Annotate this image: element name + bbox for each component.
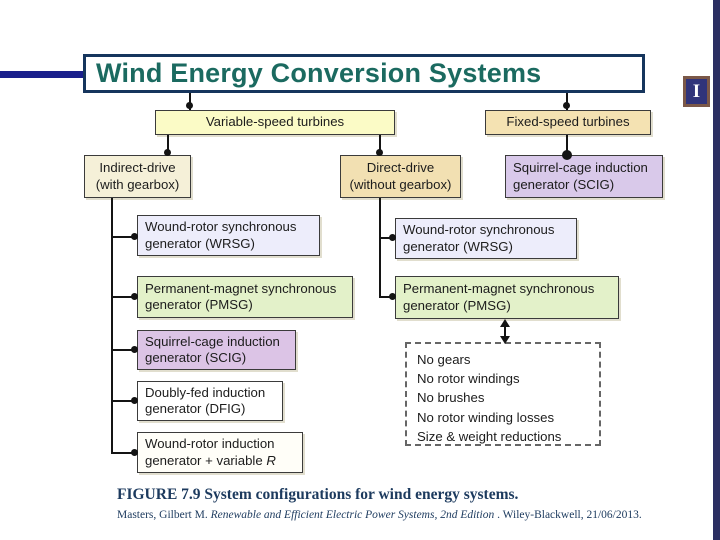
connector-variable-direct [379,135,381,155]
connector-dot [562,150,572,160]
connector-variable-indirect [167,135,169,155]
node-label: Squirrel-cage induction generator (SCIG) [513,160,648,192]
node-label: Wound-rotor induction generator + variab… [145,436,276,469]
source-attribution: Masters, Gilbert M. Renewable and Effici… [117,509,642,521]
benefit-item: No rotor winding losses [417,409,555,425]
node-dfig: Doubly-fed induction generator (DFIG) [137,381,283,421]
attribution-book-title: Renewable and Efficient Electric Power S… [210,509,495,521]
connector-stub-pmsg-left [111,296,137,298]
node-wound-rotor-variable-r: Wound-rotor induction generator + variab… [137,432,303,473]
connector-dot [131,233,138,240]
node-label: Direct-drive (without gearbox) [349,160,452,192]
university-column-logo-icon: I [683,76,710,107]
node-direct-drive: Direct-drive (without gearbox) [340,155,461,198]
connector-stub-wrsg-left [111,236,137,238]
slide-title: Wind Energy Conversion Systems [96,58,542,88]
node-pmsg-direct: Permanent-magnet synchronous generator (… [395,276,619,319]
benefit-item: No gears [417,352,471,367]
connector-dot [131,346,138,353]
title-box: Wind Energy Conversion Systems [83,54,645,93]
node-label: Wound-rotor synchronous generator (WRSG) [145,219,297,251]
connector-stub-wrig [111,452,137,454]
connector-dot [389,234,396,241]
node-wrsg-indirect: Wound-rotor synchronous generator (WRSG) [137,215,320,256]
right-edge-accent-bar [713,0,720,540]
connector-dot [186,102,193,109]
attribution-publisher: . Wiley-Blackwell, 21/06/2013. [494,509,642,521]
node-label-text: Wound-rotor induction generator + variab… [145,436,275,468]
node-wrsg-direct: Wound-rotor synchronous generator (WRSG) [395,218,577,259]
connector-dot [131,397,138,404]
node-label-italic-r: R [266,452,276,468]
node-variable-speed-turbines: Variable-speed turbines [155,110,395,135]
node-label: Squirrel-cage induction generator (SCIG) [145,333,280,366]
benefit-item: No brushes [417,390,485,406]
connector-dot [131,449,138,456]
connector-stub-scig-left [111,349,137,351]
benefit-item: No rotor windings [417,371,520,387]
arrow-up-icon [500,319,510,327]
node-label: Wound-rotor synchronous generator (WRSG) [403,222,555,254]
connector-stub-dfig [111,400,137,402]
connector-title-variable [189,93,191,110]
attribution-author: Masters, Gilbert M. [117,509,211,521]
connector-right-trunk [379,198,381,298]
node-scig-indirect: Squirrel-cage induction generator (SCIG) [137,330,296,370]
figure-caption: FIGURE 7.9 System configurations for win… [117,486,519,503]
connector-pmsg-benefits [504,323,506,340]
connector-dot [376,149,383,156]
connector-dot [563,102,570,109]
logo-letter: I [692,81,701,102]
arrow-down-icon [500,336,510,344]
node-fixed-speed-turbines: Fixed-speed turbines [485,110,651,135]
connector-title-fixed [566,93,568,110]
connector-stub-wrsg-right [379,237,395,239]
node-indirect-drive: Indirect-drive (with gearbox) [84,155,191,198]
connector-left-trunk [111,198,113,454]
node-label: Indirect-drive (with gearbox) [95,160,180,192]
node-label: Fixed-speed turbines [506,114,630,130]
connector-stub-pmsg-right [379,296,395,298]
node-pmsg-indirect: Permanent-magnet synchronous generator (… [137,276,353,318]
node-label: Permanent-magnet synchronous generator (… [403,281,595,313]
node-label: Permanent-magnet synchronous generator (… [145,280,337,313]
connector-fixed-scig [566,135,568,155]
connector-dot [131,293,138,300]
benefit-item: Size & weight reductions [417,428,562,444]
connector-dot [389,293,396,300]
node-scig-fixed: Squirrel-cage induction generator (SCIG) [505,155,663,198]
pmsg-benefits-dashed-box: No gears No rotor windings No brushes No… [405,342,601,446]
connector-dot [164,149,171,156]
left-accent-bar [0,71,86,78]
node-label: Doubly-fed induction generator (DFIG) [145,384,266,417]
node-label: Variable-speed turbines [205,114,345,130]
